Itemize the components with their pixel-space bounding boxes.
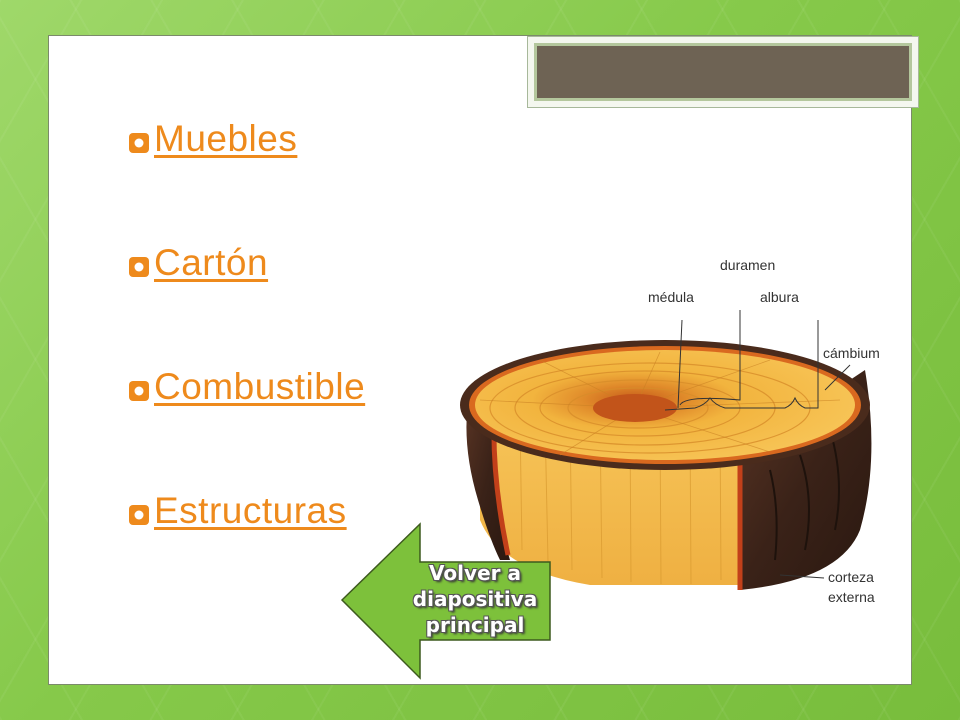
list-item: Cartón — [128, 242, 365, 366]
bullet-icon — [129, 257, 149, 277]
label-corteza-line2: externa — [828, 589, 875, 605]
label-medula: médula — [648, 289, 694, 305]
log-cross-section-diagram: duramen médula albura cámbium corteza ex… — [460, 257, 880, 605]
label-duramen: duramen — [720, 257, 775, 273]
list-item: Muebles — [128, 118, 365, 242]
label-cambium: cámbium — [823, 345, 880, 361]
link-list: Muebles Cartón Combustible Estructuras — [128, 118, 365, 614]
back-to-main-slide-button[interactable]: Volver a diapositiva principal — [340, 522, 552, 680]
bullet-icon — [129, 133, 149, 153]
link-estructuras[interactable]: Estructuras — [154, 490, 347, 531]
title-placeholder — [527, 36, 919, 108]
label-albura: albura — [760, 289, 799, 305]
list-item: Combustible — [128, 366, 365, 490]
link-muebles[interactable]: Muebles — [154, 118, 298, 159]
bullet-icon — [129, 381, 149, 401]
list-item: Estructuras — [128, 490, 365, 614]
link-combustible[interactable]: Combustible — [154, 366, 366, 407]
title-placeholder-fill — [534, 43, 912, 101]
bullet-icon — [129, 505, 149, 525]
label-corteza-line1: corteza — [828, 569, 874, 585]
heartwood — [593, 394, 677, 422]
left-arrow-icon — [340, 522, 551, 680]
link-carton[interactable]: Cartón — [154, 242, 269, 283]
